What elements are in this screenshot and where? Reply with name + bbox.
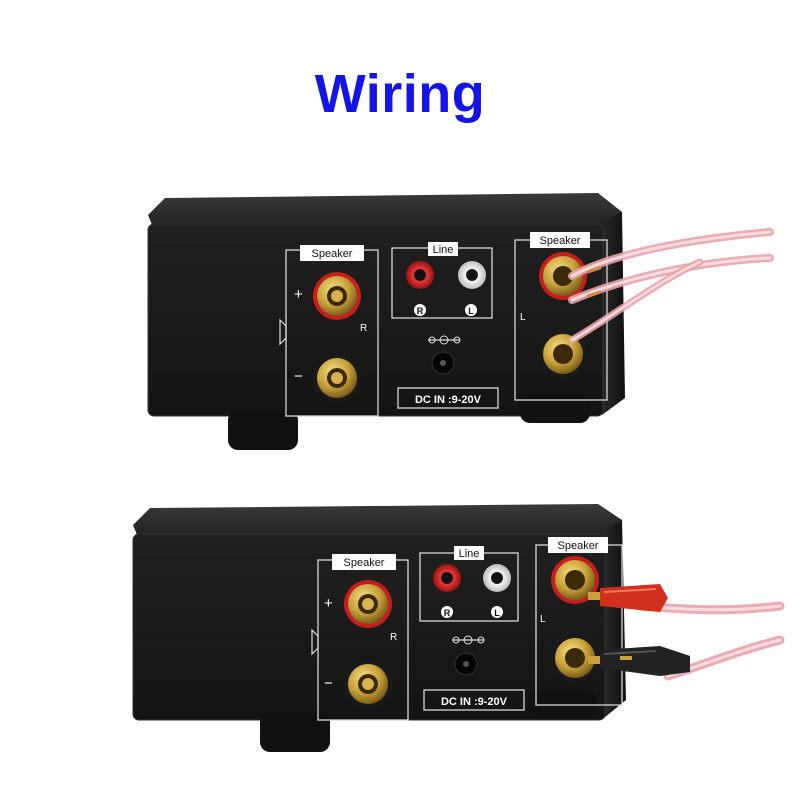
binding-post-black — [551, 634, 599, 682]
terminal-l-label: L — [540, 614, 546, 625]
binding-post-black — [344, 660, 392, 708]
line-label: Line — [459, 548, 480, 560]
foot — [228, 410, 298, 450]
binding-post-red — [313, 272, 361, 320]
plus-label: + — [294, 286, 303, 303]
binding-post-red — [551, 556, 599, 604]
banana-plug-red — [588, 584, 668, 612]
minus-label: − — [294, 368, 303, 385]
plus-label: + — [324, 595, 333, 612]
terminal-r-label: R — [390, 632, 397, 643]
binding-post-red — [539, 252, 587, 300]
rca-jack-red — [433, 564, 461, 592]
terminal-l-label: L — [520, 312, 526, 323]
rca-l-label: L — [494, 608, 500, 618]
rca-jack-white — [483, 564, 511, 592]
speaker-left-label: Speaker — [312, 248, 353, 260]
rca-l-label: L — [468, 306, 474, 316]
speaker-right-label: Speaker — [540, 235, 581, 247]
banana-plug-black — [588, 646, 690, 676]
terminal-r-label: R — [360, 323, 367, 334]
rca-r-label: R — [417, 306, 424, 316]
speaker-left-label-bg — [300, 245, 364, 261]
line-label: Line — [433, 244, 454, 256]
polarity-symbol-icon — [452, 635, 485, 645]
binding-post-black — [313, 354, 361, 402]
polarity-symbol-icon — [428, 335, 461, 345]
rca-jack-white — [458, 261, 486, 289]
speaker-symbol-icon — [279, 318, 287, 346]
foot — [528, 690, 596, 718]
bottom-amplifier: Speaker + − R Line R L — [132, 504, 785, 752]
dc-in-label: DC IN :9-20V — [441, 696, 508, 708]
dc-in-label: DC IN :9-20V — [415, 394, 482, 406]
foot — [260, 712, 330, 752]
speaker-symbol-icon — [311, 628, 319, 656]
minus-label: − — [324, 675, 333, 692]
rca-r-label: R — [444, 608, 451, 618]
speaker-cable-with-banana-plugs — [588, 584, 785, 681]
speaker-right-label: Speaker — [558, 540, 599, 552]
page-title: Wiring — [314, 64, 486, 124]
top-amplifier: Speaker + − R Line R L — [147, 193, 774, 450]
speaker-left-label: Speaker — [344, 557, 385, 569]
foot — [520, 393, 590, 423]
rca-jack-red — [406, 261, 434, 289]
binding-post-red — [344, 580, 392, 628]
speaker-cable — [568, 228, 774, 344]
